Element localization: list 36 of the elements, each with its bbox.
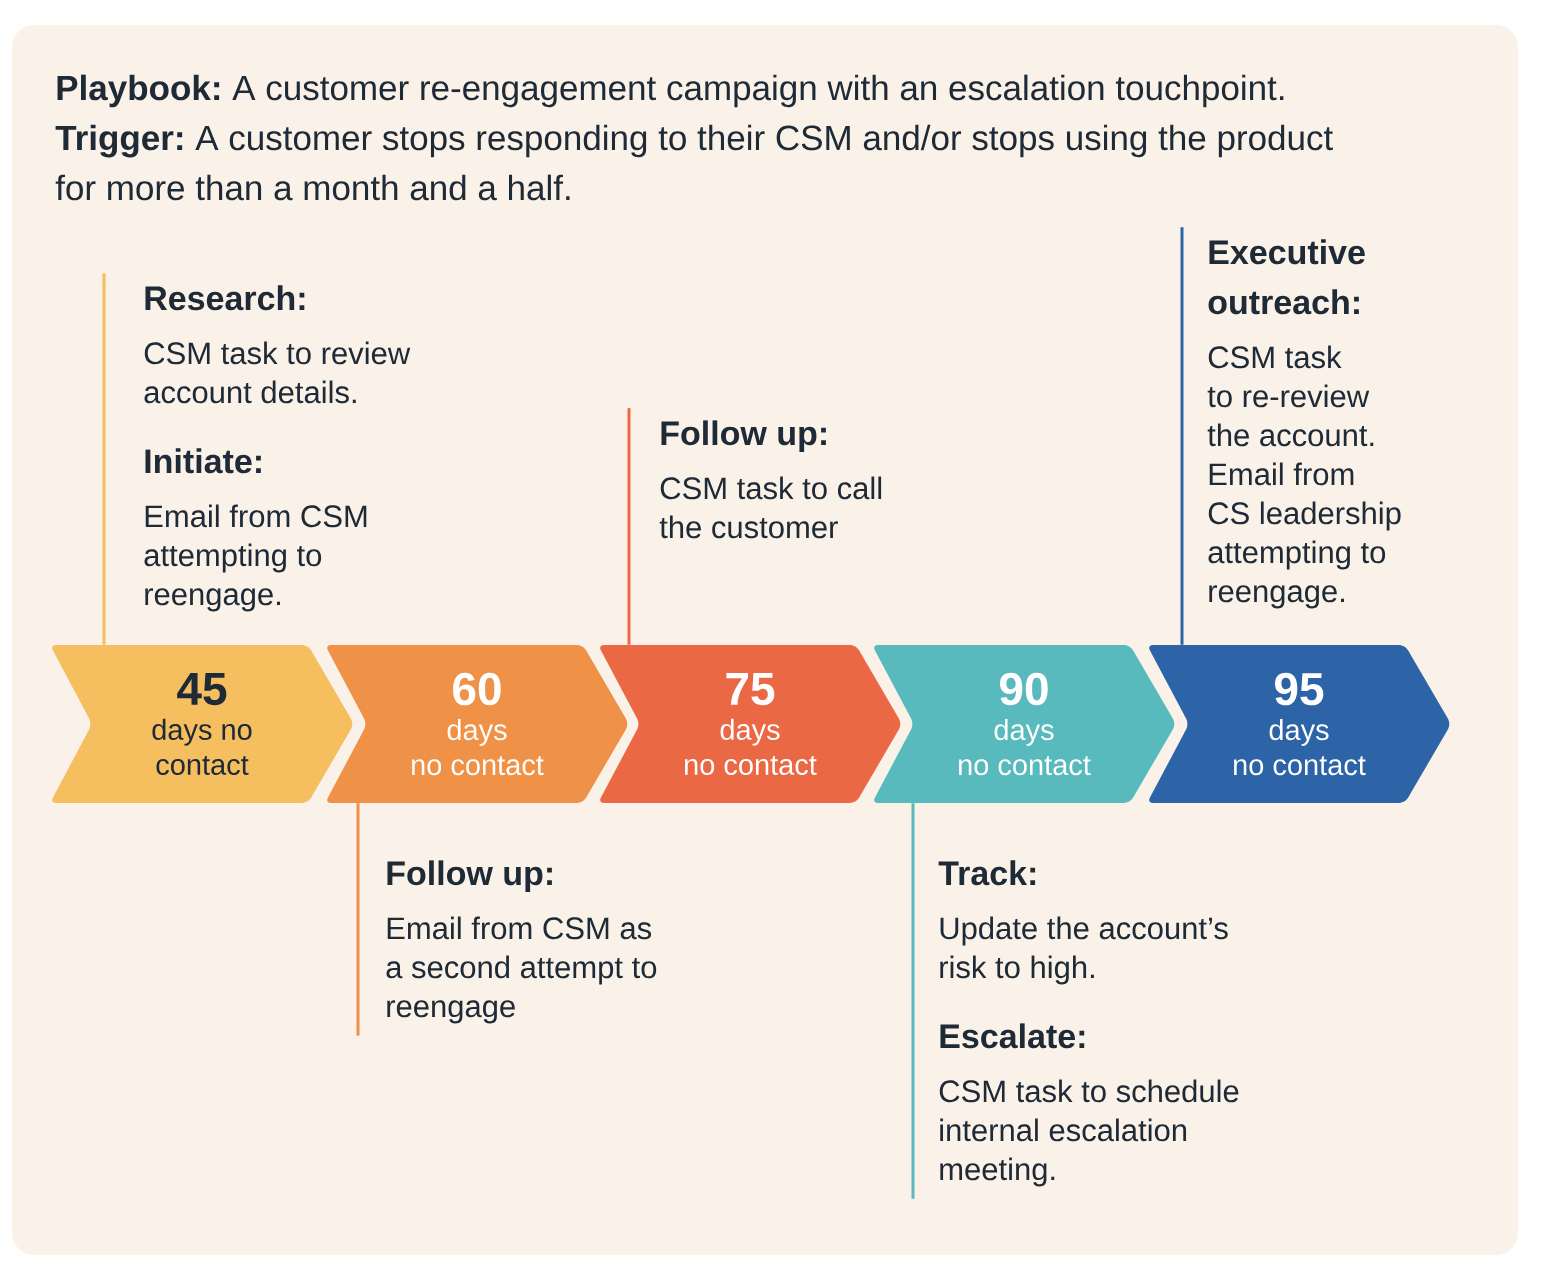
- day-count: 95: [1275, 672, 1324, 706]
- day-count: 90: [1000, 672, 1048, 706]
- day-caption: days no contact: [1234, 718, 1366, 776]
- step-heading: Executive outreach:: [1208, 239, 1365, 315]
- step-description: CSM task to review account details.: [144, 341, 411, 404]
- day-caption: days no contact: [412, 718, 544, 776]
- step-description: CSM task to schedule internal escalation meeting.: [939, 1079, 1239, 1187]
- step-heading: Initiate:: [145, 448, 261, 474]
- day-caption: days no contact: [959, 718, 1091, 776]
- description-text: Playbook: A customer re-engagement campaign with an escalation touchpoint.: [57, 74, 1284, 108]
- timeline-step: [327, 645, 628, 803]
- leader-line: [356, 803, 360, 1036]
- timeline-step: [600, 645, 901, 803]
- leader-line: [1180, 227, 1184, 645]
- description-text: Trigger: A customer stops responding to their CSM and/or stops using the product for more than a month and a half.: [55, 124, 1333, 201]
- day-caption: days no contact: [685, 718, 817, 775]
- step-heading: Escalate:: [940, 1023, 1085, 1049]
- leader-line: [911, 803, 915, 1199]
- step-heading: Track:: [938, 860, 1036, 886]
- step-heading: Follow up:: [387, 860, 552, 893]
- step-description: Update the account’s risk to high.: [940, 916, 1228, 985]
- step-description: CSM task to call the customer: [659, 476, 882, 539]
- timeline-step: [874, 645, 1175, 803]
- day-count: 75: [726, 673, 775, 706]
- step-description: CSM task to re-review the account. Email from CS leadership attempting to reengage.: [1207, 345, 1401, 609]
- leader-line: [102, 273, 106, 645]
- step-heading: Follow up:: [661, 420, 826, 453]
- day-count: 45: [177, 673, 227, 706]
- timeline-step: [1149, 645, 1450, 803]
- day-count: 60: [453, 672, 501, 706]
- leader-line: [627, 408, 631, 645]
- step-description: Email from CSM as a second attempt to reengage: [386, 916, 657, 1024]
- step-heading: Research:: [145, 285, 305, 311]
- day-caption: days no contact: [152, 718, 252, 775]
- timeline-step: [52, 645, 353, 803]
- step-description: Email from CSM attempting to reengage.: [144, 504, 367, 612]
